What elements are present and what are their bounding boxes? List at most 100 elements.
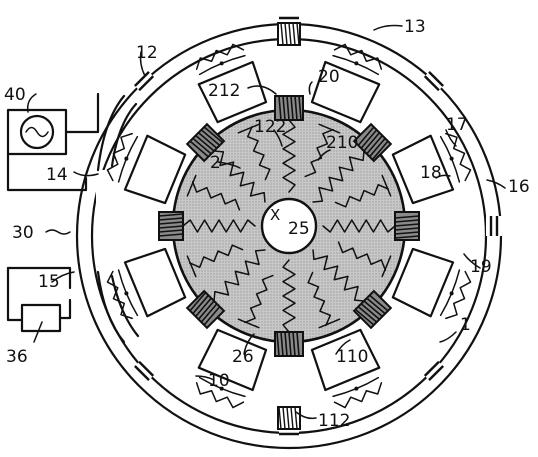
rotor-zigzag [182, 219, 256, 233]
rotor-coil [191, 180, 241, 211]
rotor-coil [334, 183, 390, 208]
label-36: 36 [6, 347, 28, 367]
stator-segment [391, 134, 455, 205]
rotor-zigzag [322, 219, 396, 233]
segment-node [354, 386, 359, 391]
segment-node [449, 291, 454, 296]
stator-spring [445, 270, 472, 320]
label-18: 18 [420, 163, 442, 183]
stator-spring [106, 132, 133, 182]
label-25: 25 [288, 219, 310, 239]
stator-segment [310, 60, 381, 124]
outer-pole-coil [277, 22, 301, 46]
rotor-coil [246, 125, 271, 181]
stator-segment [310, 328, 381, 392]
leader-lines [26, 24, 506, 420]
segment-node [219, 61, 224, 66]
stator-segment [391, 247, 455, 318]
label-210: 210 [326, 133, 358, 153]
label-2: 2 [210, 153, 221, 173]
rotor-bar [237, 123, 260, 134]
rotor-coil [307, 271, 332, 327]
shaft [260, 197, 318, 255]
opening-wire [96, 94, 126, 172]
rotor-bar [186, 174, 197, 197]
stator-spring [106, 270, 133, 320]
frame-openings [96, 94, 140, 344]
label-40: 40 [4, 85, 26, 105]
frame-gap [96, 170, 120, 270]
label-1: 1 [460, 315, 471, 335]
label-30: 30 [12, 223, 34, 243]
label-14: 14 [46, 165, 68, 185]
label-16: 16 [508, 177, 530, 197]
rotor-zigzag [312, 150, 365, 203]
label-13: 13 [404, 17, 426, 37]
stator-spring [195, 43, 245, 70]
label-122: 122 [254, 117, 286, 137]
segment-node [354, 61, 359, 66]
stator-spring [195, 382, 245, 409]
rotor-zigzag [213, 150, 266, 203]
pole-coil [185, 122, 226, 163]
pole-coils [158, 22, 420, 430]
pole-coil [352, 122, 393, 163]
capacitor [421, 358, 447, 384]
label-10: 10 [208, 371, 230, 391]
stator-segment [123, 134, 187, 205]
pole-coil [158, 211, 184, 241]
rotor-coil [243, 274, 274, 324]
capacitor [131, 358, 157, 384]
rotor-bar [186, 255, 197, 278]
segment-node [124, 156, 129, 161]
pole-coil [274, 95, 304, 121]
rotor-coil [337, 241, 387, 272]
label-110: 110 [336, 347, 368, 367]
capacitor [421, 68, 447, 94]
label-15: 15 [38, 272, 60, 292]
rotor-bar [318, 123, 341, 134]
pole-coil [352, 289, 393, 330]
stator-spring [333, 382, 383, 409]
capacitor [486, 216, 502, 236]
stator-spring [333, 43, 383, 70]
stator-segment [197, 328, 268, 392]
rotor-bar [381, 255, 392, 278]
label-26: 26 [232, 347, 254, 367]
rotor-zigzag [312, 249, 365, 302]
stator-coils [106, 43, 472, 409]
label-17: 17 [446, 115, 468, 135]
rotor-zigzag [213, 249, 266, 302]
rotor-coil [188, 244, 244, 269]
capacitor [131, 68, 157, 94]
outer-pole-coil [277, 406, 301, 430]
opening-wire [110, 102, 138, 168]
label-12: 12 [136, 43, 158, 63]
label-112: 112 [318, 411, 350, 431]
label-x: X [270, 206, 280, 224]
stator-segment [197, 60, 268, 124]
rotor-zigzag [282, 119, 296, 193]
segment-node [124, 291, 129, 296]
stator-segments [117, 54, 461, 398]
label-20: 20 [318, 67, 340, 87]
rotor-bar [318, 318, 341, 329]
stator-spring [445, 132, 472, 182]
stator-segment [123, 247, 187, 318]
pole-coil [185, 289, 226, 330]
pole-coil [274, 331, 304, 357]
rotor-bar [381, 174, 392, 197]
ac-source-icon [6, 92, 100, 192]
label-19: 19 [470, 257, 492, 277]
pole-coil [394, 211, 420, 241]
segment-node [449, 156, 454, 161]
opening-wire [96, 270, 126, 344]
labels: 40 14 30 15 36 12 13 20 212 122 210 17 1… [4, 17, 530, 431]
rotor-bar [237, 318, 260, 329]
resistor-box-icon [6, 266, 72, 333]
label-212: 212 [208, 81, 240, 101]
segment-node [219, 386, 224, 391]
rotor-zigzag [282, 259, 296, 333]
rotor-windings [182, 119, 396, 333]
